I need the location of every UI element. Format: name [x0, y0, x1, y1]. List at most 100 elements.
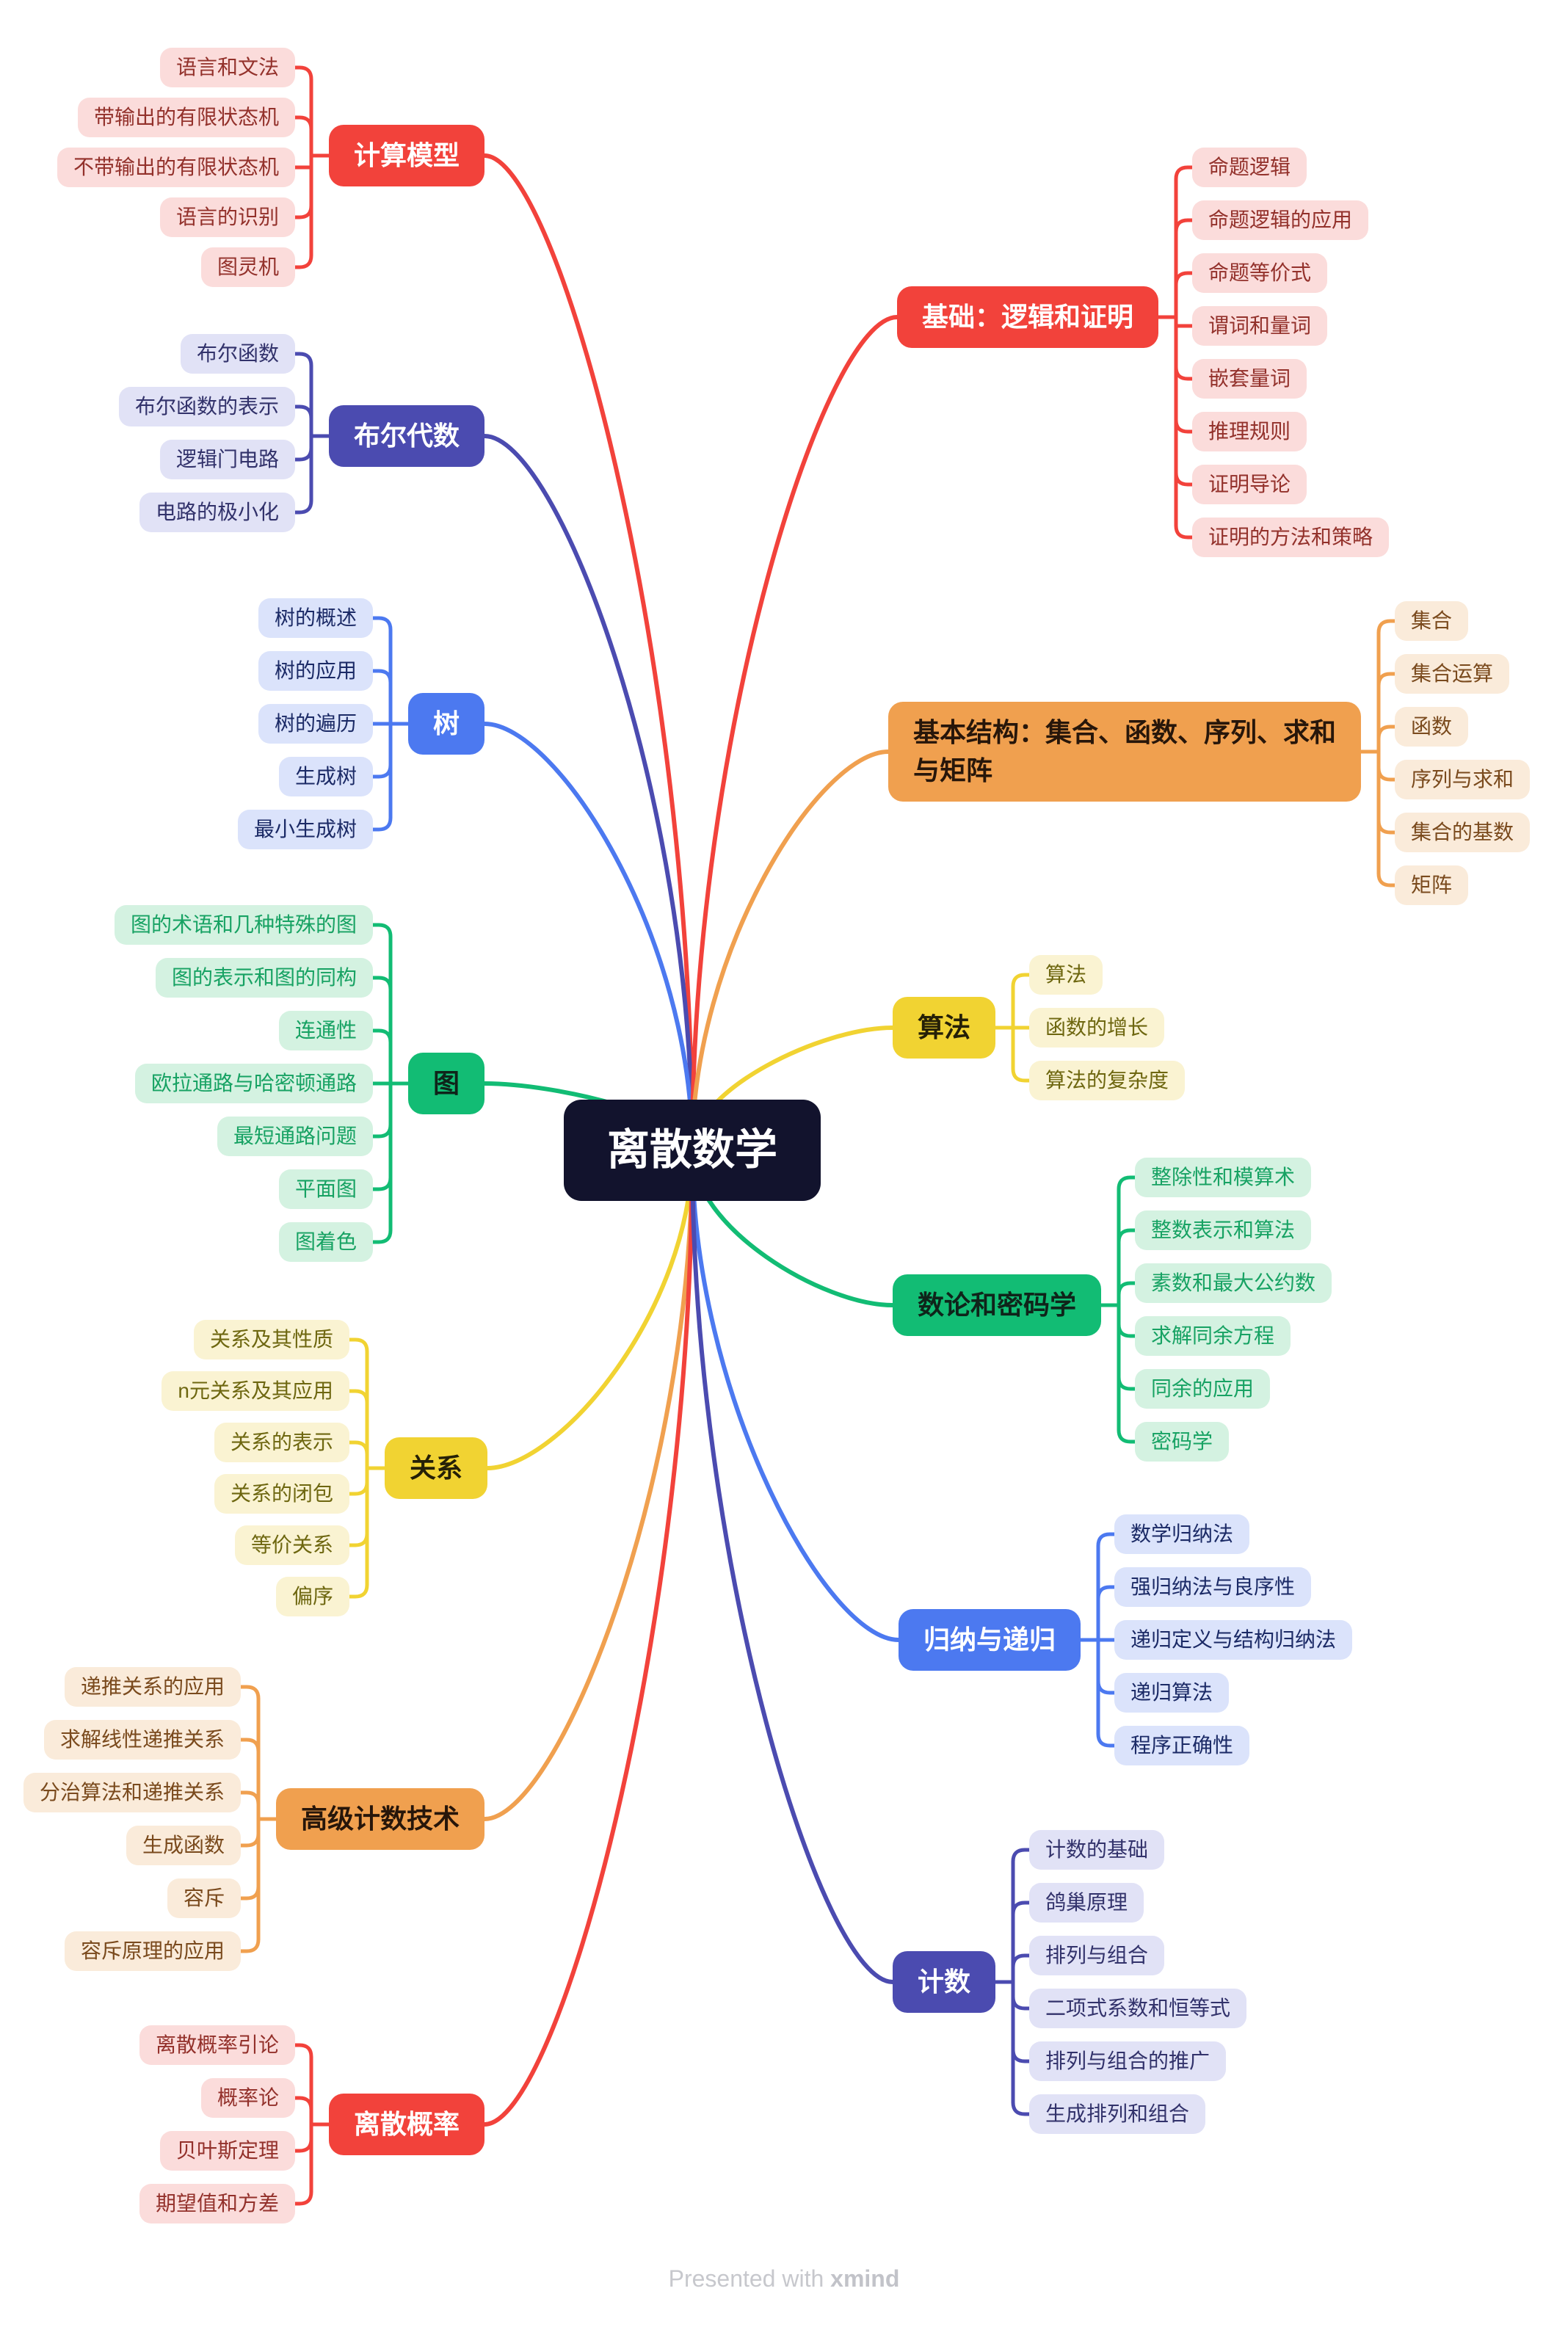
subtopic-discrete-probability-4[interactable]: 期望值和方差	[139, 2184, 295, 2223]
subtopic-number-theory-cryptography-6[interactable]: 密码学	[1135, 1422, 1230, 1462]
subtopic-logic-and-proofs-7[interactable]: 证明导论	[1192, 465, 1307, 504]
subtopic-counting-6[interactable]: 生成排列和组合	[1029, 2094, 1206, 2134]
subtopic-trees-2[interactable]: 树的应用	[258, 651, 373, 691]
subtopic-counting-3[interactable]: 排列与组合	[1029, 1936, 1165, 1975]
subtopic-counting-2[interactable]: 鸽巢原理	[1029, 1883, 1144, 1923]
topic-counting[interactable]: 计数	[893, 1951, 995, 2013]
topic-algorithms[interactable]: 算法	[893, 997, 995, 1059]
connector-relations-2	[347, 1440, 369, 1470]
subtopic-logic-and-proofs-4[interactable]: 谓词和量词	[1192, 306, 1328, 346]
subtopic-computation-models-4[interactable]: 语言的识别	[159, 197, 295, 237]
subtopic-relations-1[interactable]: 关系及其性质	[193, 1320, 349, 1359]
subtopic-graphs-4[interactable]: 欧拉通路与哈密顿通路	[134, 1064, 373, 1103]
footer-prefix: Presented with	[668, 2265, 831, 2292]
subtopic-trees-1[interactable]: 树的概述	[258, 598, 373, 638]
subtopic-relations-4[interactable]: 关系的闭包	[214, 1474, 349, 1514]
connector-number-theory-cryptography-1	[1117, 1228, 1137, 1307]
subtopic-counting-5[interactable]: 排列与组合的推广	[1029, 2041, 1227, 2081]
subtopic-counting-1[interactable]: 计数的基础	[1029, 1830, 1165, 1870]
topic-induction-recursion[interactable]: 归纳与递归	[899, 1609, 1081, 1671]
topic-relations[interactable]: 关系	[385, 1437, 487, 1499]
subtopic-induction-recursion-1[interactable]: 数学归纳法	[1114, 1514, 1250, 1554]
topic-trees[interactable]: 树	[408, 693, 484, 755]
subtopic-logic-and-proofs-1[interactable]: 命题逻辑	[1192, 148, 1307, 187]
subtopic-graphs-7[interactable]: 图着色	[278, 1222, 373, 1262]
subtopic-number-theory-cryptography-2[interactable]: 整数表示和算法	[1135, 1210, 1312, 1250]
subtopic-discrete-probability-3[interactable]: 贝叶斯定理	[159, 2131, 295, 2171]
topic-advanced-counting[interactable]: 高级计数技术	[276, 1788, 484, 1850]
subtopic-basic-structures-5[interactable]: 集合的基数	[1395, 813, 1531, 852]
subtopic-trees-4[interactable]: 生成树	[278, 757, 373, 796]
subtopic-relations-2[interactable]: n元关系及其应用	[161, 1371, 349, 1411]
connector-induction-recursion-3	[1096, 1638, 1117, 1695]
subtopic-computation-models-3[interactable]: 不带输出的有限状态机	[57, 148, 295, 187]
subtopic-number-theory-cryptography-5[interactable]: 同余的应用	[1135, 1369, 1271, 1409]
subtopic-basic-structures-4[interactable]: 序列与求和	[1395, 760, 1531, 799]
connector-graphs-6	[371, 1081, 393, 1244]
subtopic-advanced-counting-3[interactable]: 分治算法和递推关系	[23, 1773, 241, 1812]
subtopic-logic-and-proofs-8[interactable]: 证明的方法和策略	[1192, 518, 1390, 557]
subtopic-discrete-probability-2[interactable]: 概率论	[200, 2078, 295, 2118]
subtopic-logic-and-proofs-5[interactable]: 嵌套量词	[1192, 359, 1307, 399]
subtopic-graphs-6[interactable]: 平面图	[278, 1169, 373, 1209]
topic-graphs[interactable]: 图	[408, 1053, 484, 1114]
subtopic-basic-structures-6[interactable]: 矩阵	[1395, 865, 1469, 905]
connector-number-theory-cryptography-0	[1117, 1175, 1137, 1307]
subtopic-computation-models-1[interactable]: 语言和文法	[159, 48, 295, 87]
subtopic-advanced-counting-6[interactable]: 容斥原理的应用	[64, 1931, 241, 1971]
topic-boolean-algebra[interactable]: 布尔代数	[329, 405, 484, 467]
connector-number-theory-cryptography-4	[1117, 1303, 1137, 1391]
subtopic-relations-5[interactable]: 等价关系	[234, 1525, 349, 1565]
subtopic-graphs-5[interactable]: 最短通路问题	[217, 1117, 373, 1156]
subtopic-trees-5[interactable]: 最小生成树	[237, 810, 373, 849]
subtopic-logic-and-proofs-6[interactable]: 推理规则	[1192, 412, 1307, 451]
subtopic-induction-recursion-2[interactable]: 强归纳法与良序性	[1114, 1567, 1312, 1607]
topic-basic-structures[interactable]: 基本结构：集合、函数、序列、求和与矩阵	[888, 702, 1361, 802]
topic-logic-and-proofs[interactable]: 基础：逻辑和证明	[897, 286, 1158, 348]
subtopic-induction-recursion-4[interactable]: 递归算法	[1114, 1673, 1230, 1713]
subtopic-relations-6[interactable]: 偏序	[275, 1577, 349, 1616]
connector-central-counting	[690, 1148, 895, 1984]
connector-central-discrete-probability	[482, 1148, 694, 2127]
subtopic-counting-4[interactable]: 二项式系数和恒等式	[1029, 1989, 1247, 2028]
subtopic-discrete-probability-1[interactable]: 离散概率引论	[139, 2025, 295, 2065]
subtopic-algorithms-3[interactable]: 算法的复杂度	[1029, 1061, 1186, 1100]
subtopic-number-theory-cryptography-3[interactable]: 素数和最大公约数	[1135, 1263, 1332, 1303]
subtopic-graphs-1[interactable]: 图的术语和几种特殊的图	[114, 905, 373, 945]
subtopic-advanced-counting-2[interactable]: 求解线性递推关系	[43, 1720, 241, 1760]
subtopic-number-theory-cryptography-1[interactable]: 整除性和模算术	[1135, 1158, 1312, 1197]
subtopic-graphs-3[interactable]: 连通性	[278, 1011, 373, 1050]
subtopic-algorithms-1[interactable]: 算法	[1029, 955, 1103, 995]
topic-computation-models[interactable]: 计算模型	[329, 125, 484, 186]
subtopic-logic-and-proofs-3[interactable]: 命题等价式	[1192, 253, 1328, 293]
subtopic-basic-structures-1[interactable]: 集合	[1395, 601, 1469, 641]
central-topic[interactable]: 离散数学	[564, 1100, 821, 1201]
subtopic-advanced-counting-4[interactable]: 生成函数	[126, 1826, 241, 1865]
connector-induction-recursion-1	[1096, 1585, 1117, 1642]
topic-discrete-probability[interactable]: 离散概率	[329, 2094, 484, 2155]
subtopic-computation-models-5[interactable]: 图灵机	[200, 247, 295, 287]
subtopic-boolean-algebra-2[interactable]: 布尔函数的表示	[118, 387, 295, 426]
subtopic-graphs-2[interactable]: 图的表示和图的同构	[155, 958, 373, 998]
subtopic-advanced-counting-5[interactable]: 容斥	[167, 1878, 241, 1918]
subtopic-induction-recursion-3[interactable]: 递归定义与结构归纳法	[1114, 1620, 1353, 1660]
connector-computation-models-1	[293, 115, 313, 158]
connector-advanced-counting-2	[239, 1790, 261, 1821]
subtopic-boolean-algebra-3[interactable]: 逻辑门电路	[159, 440, 295, 479]
connector-logic-and-proofs-2	[1174, 271, 1194, 319]
subtopic-basic-structures-3[interactable]: 函数	[1395, 707, 1469, 747]
subtopic-trees-3[interactable]: 树的遍历	[258, 704, 373, 744]
connector-counting-4	[1011, 1980, 1031, 2063]
subtopic-logic-and-proofs-2[interactable]: 命题逻辑的应用	[1192, 200, 1369, 240]
topic-number-theory-cryptography[interactable]: 数论和密码学	[893, 1274, 1101, 1336]
subtopic-basic-structures-2[interactable]: 集合运算	[1395, 654, 1510, 694]
subtopic-number-theory-cryptography-4[interactable]: 求解同余方程	[1135, 1316, 1291, 1356]
connector-counting-2	[1011, 1953, 1031, 1984]
subtopic-relations-3[interactable]: 关系的表示	[214, 1423, 349, 1462]
subtopic-computation-models-2[interactable]: 带输出的有限状态机	[77, 98, 295, 137]
subtopic-advanced-counting-1[interactable]: 递推关系的应用	[64, 1667, 241, 1707]
subtopic-algorithms-2[interactable]: 函数的增长	[1029, 1008, 1165, 1048]
subtopic-boolean-algebra-4[interactable]: 电路的极小化	[139, 493, 295, 532]
subtopic-induction-recursion-5[interactable]: 程序正确性	[1114, 1726, 1250, 1765]
subtopic-boolean-algebra-1[interactable]: 布尔函数	[180, 334, 295, 374]
